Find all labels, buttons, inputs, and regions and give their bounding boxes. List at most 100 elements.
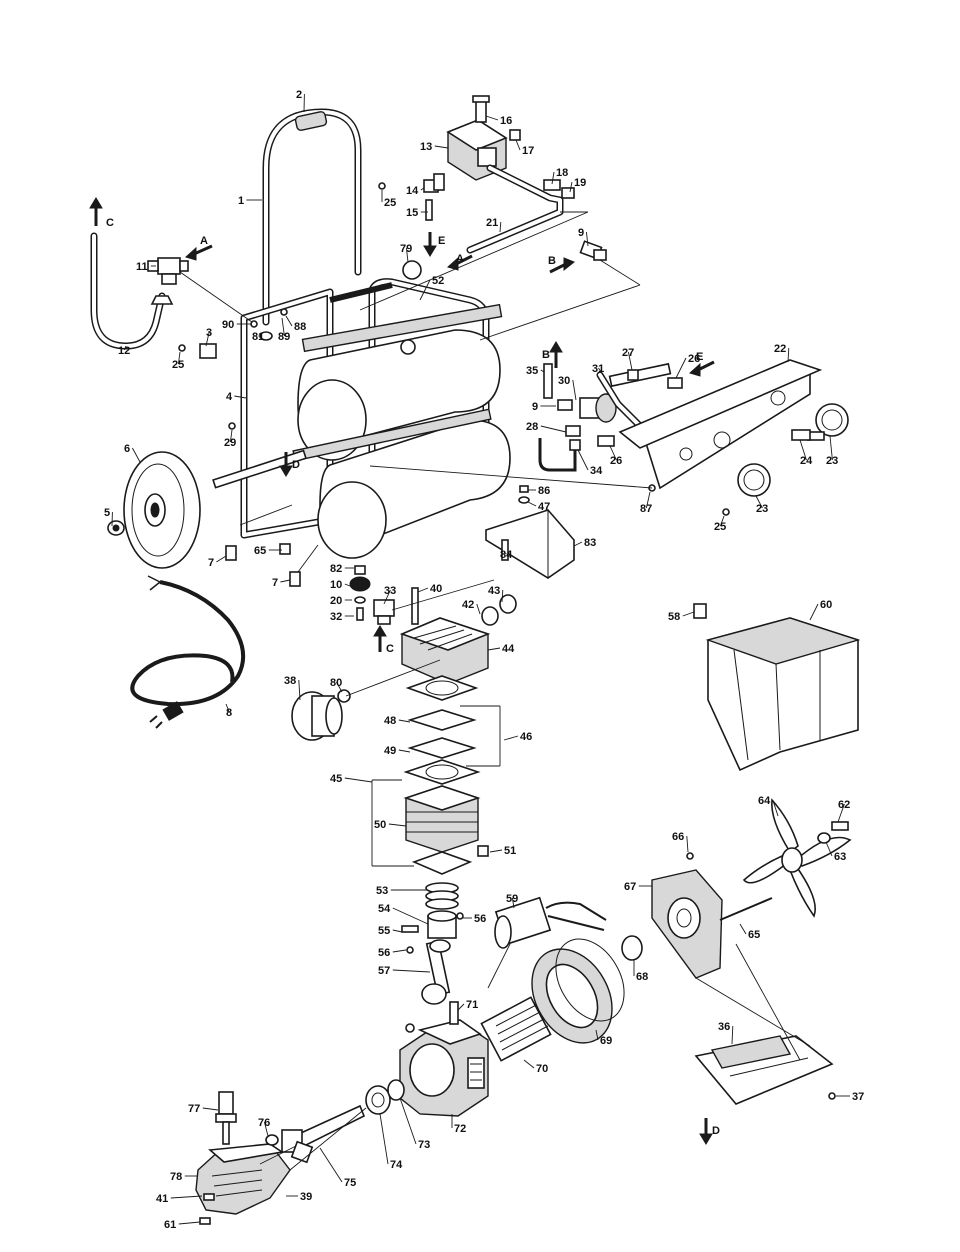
cooling-fan <box>742 798 852 918</box>
handle-frame <box>262 108 362 326</box>
elbow-fitting-14 <box>423 173 445 221</box>
part-label-p70: 70 <box>536 1063 548 1075</box>
part-label-p25a: 25 <box>384 197 396 209</box>
arrow-c-up-left: C <box>89 197 114 229</box>
motor-end-bell <box>651 869 723 979</box>
seal-73 <box>387 1079 405 1101</box>
part-label-p69: 69 <box>600 1035 612 1047</box>
part-label-p68: 68 <box>636 971 648 983</box>
part-label-p30: 30 <box>558 375 570 387</box>
part-label-p80: 80 <box>330 677 342 689</box>
part-label-p75: 75 <box>344 1177 356 1189</box>
part-label-p19: 19 <box>574 177 586 189</box>
part-label-p86: 86 <box>538 485 550 497</box>
part-label-p16: 16 <box>500 115 512 127</box>
capacitor <box>494 896 607 949</box>
bolt-84 <box>501 539 509 561</box>
leader-line-p25c <box>719 515 725 527</box>
leader-line-p10 <box>344 583 351 587</box>
nut-85 <box>279 543 291 555</box>
leader-line-p9a <box>585 231 589 247</box>
leader-line-p62 <box>837 803 845 823</box>
part-label-p27: 27 <box>622 347 634 359</box>
arrow-b-up: B <box>542 341 563 368</box>
part-label-p3: 3 <box>206 327 212 339</box>
leader-line-p54 <box>392 907 429 925</box>
part-label-p62: 62 <box>838 799 850 811</box>
part-label-p31: 31 <box>592 363 604 375</box>
part-label-p60: 60 <box>820 599 832 611</box>
wheel <box>123 451 201 569</box>
leader-line-p47 <box>527 501 537 507</box>
wheel-nut <box>107 520 125 536</box>
bolt-65 <box>719 897 773 921</box>
leader-line-p66 <box>686 835 689 853</box>
leader-line-p8 <box>225 703 230 713</box>
leader-line-p89 <box>281 317 285 337</box>
arrow-d-bottom: D <box>699 1118 720 1145</box>
part-label-p55: 55 <box>378 925 390 937</box>
part-label-p20: 20 <box>330 595 342 607</box>
marker-e-2: E <box>696 351 703 363</box>
part-label-p65b: 65 <box>748 929 760 941</box>
part-label-p53: 53 <box>376 885 388 897</box>
leader-line-p12 <box>123 345 127 351</box>
assembly-lines <box>179 211 811 1171</box>
screw-37 <box>828 1092 836 1100</box>
base-plate <box>694 1035 834 1105</box>
screw-25-top <box>378 182 386 190</box>
motor-shroud <box>705 617 861 772</box>
part-label-p21: 21 <box>486 217 498 229</box>
leader-line-p88 <box>285 315 293 327</box>
part-label-p32: 32 <box>330 611 342 623</box>
cylinder <box>403 785 481 875</box>
part-label-p7a: 7 <box>208 557 214 569</box>
part-label-p67: 67 <box>624 881 636 893</box>
pressure-gauge-right <box>807 403 849 441</box>
leader-line-p4 <box>234 395 247 399</box>
leader-line-p35 <box>540 369 545 373</box>
leader-line-p23b <box>755 495 763 509</box>
part-label-p59: 59 <box>506 893 518 905</box>
screw-51 <box>477 845 489 857</box>
marker-a-2: A <box>456 253 464 265</box>
leader-line-p24 <box>799 439 807 461</box>
end-cover <box>195 1143 291 1215</box>
clip-56b <box>456 912 464 920</box>
part-label-p74: 74 <box>390 1159 403 1171</box>
screw-25-left <box>178 344 186 352</box>
arrow-e-down: E <box>423 232 445 257</box>
leader-line-p17 <box>515 139 521 151</box>
part-label-p57: 57 <box>378 965 390 977</box>
part-label-p34: 34 <box>590 465 603 477</box>
part-label-p2: 2 <box>296 89 302 101</box>
pressure-gauge-bottom <box>737 463 771 497</box>
leader-line-p87 <box>645 491 651 509</box>
manifold <box>538 362 683 472</box>
leader-line-p52 <box>419 279 431 301</box>
part-label-p50: 50 <box>374 819 386 831</box>
breather-fitting <box>215 1091 237 1145</box>
drain-valve-7a <box>225 545 237 561</box>
leader-line-p58 <box>682 611 695 617</box>
nut-19 <box>561 187 575 199</box>
leader-line-p7b <box>280 579 291 583</box>
air-filter <box>291 691 343 741</box>
leader-line-p61 <box>178 1221 201 1225</box>
part-label-p7b: 7 <box>272 577 278 589</box>
part-label-p84: 84 <box>500 549 513 561</box>
part-label-p54: 54 <box>378 903 391 915</box>
part-label-p38: 38 <box>284 675 296 687</box>
marker-e-1: E <box>438 235 445 247</box>
pressure-tube <box>466 164 564 254</box>
part-label-p43: 43 <box>488 585 500 597</box>
discharge-tube <box>90 232 166 350</box>
piston <box>427 910 457 939</box>
leader-line-p74 <box>379 1113 389 1165</box>
leader-line-p84 <box>503 551 507 555</box>
arrow-a-left: A <box>185 235 213 261</box>
fitting-80 <box>337 689 351 703</box>
screw-41 <box>203 1193 215 1201</box>
part-label-p76: 76 <box>258 1117 270 1129</box>
leader-line-p71 <box>457 1003 465 1011</box>
